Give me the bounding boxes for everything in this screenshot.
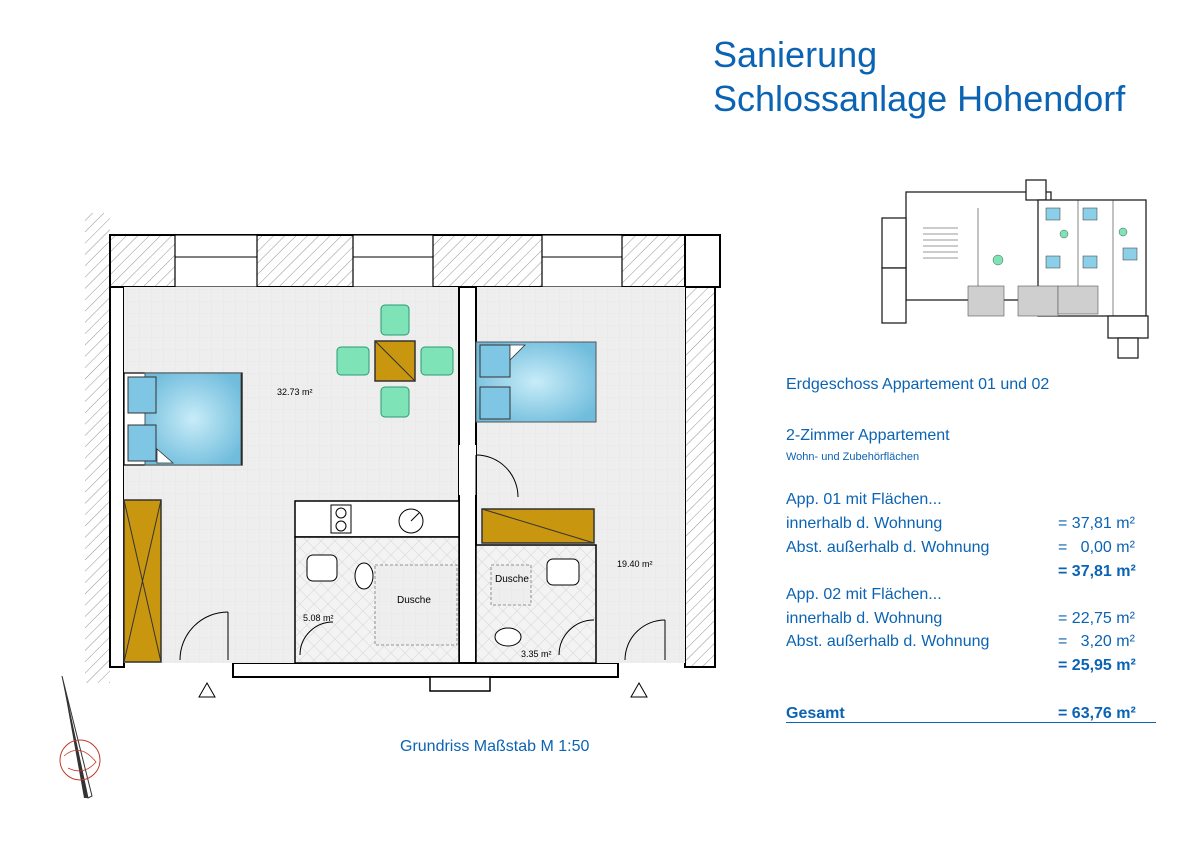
north-arrow-icon bbox=[59, 675, 101, 799]
room-area-bedroom: 19.40 m² bbox=[617, 559, 653, 569]
window-1 bbox=[174, 234, 258, 288]
room-area-living: 32.73 m² bbox=[277, 387, 313, 397]
app01-inside-value: = 37,81 m² bbox=[1058, 515, 1135, 532]
app01-inside-row: innerhalb d. Wohnung = 37,81 m² bbox=[786, 515, 1158, 535]
type-subheading: Wohn- und Zubehörflächen bbox=[786, 451, 920, 463]
app02-outside-label: Abst. außerhalb d. Wohnung bbox=[786, 633, 990, 650]
right-wall bbox=[684, 286, 716, 668]
grand-total-label: Gesamt bbox=[786, 705, 845, 722]
floor-heading: Erdgeschoss Appartement 01 und 02 bbox=[786, 376, 1050, 393]
grand-total-value: = 63,76 m² bbox=[1058, 705, 1136, 722]
page-title: Sanierung Schlossanlage Hohendorf bbox=[713, 33, 1125, 121]
app01-outside-row: Abst. außerhalb d. Wohnung = 0,00 m² bbox=[786, 539, 1158, 559]
entrance-marker bbox=[630, 681, 648, 698]
total-underline bbox=[786, 722, 1156, 723]
shower-label-1: Dusche bbox=[397, 595, 431, 606]
floor-plan: 32.73 m² 19.40 m² 5.08 m² 3.35 m² Dusche… bbox=[85, 213, 721, 698]
left-wall bbox=[109, 286, 125, 668]
sink-icon bbox=[546, 558, 580, 586]
entrance-marker bbox=[198, 681, 216, 698]
grand-total-row: Gesamt = 63,76 m² bbox=[786, 705, 1158, 725]
app02-outside-row: Abst. außerhalb d. Wohnung = 3,20 m² bbox=[786, 633, 1158, 653]
plan-caption: Grundriss Maßstab M 1:50 bbox=[400, 738, 590, 755]
sink-icon bbox=[306, 554, 338, 582]
sink-icon bbox=[398, 508, 424, 534]
shower-label-2: Dusche bbox=[495, 574, 529, 585]
app02-total-row: = 25,95 m² bbox=[786, 657, 1158, 677]
app02-inside-row: innerhalb d. Wohnung = 22,75 m² bbox=[786, 610, 1158, 630]
chairs bbox=[336, 304, 454, 418]
outer-wall-left bbox=[85, 213, 110, 683]
door-swing-icon bbox=[179, 454, 666, 661]
app01-outside-label: Abst. außerhalb d. Wohnung bbox=[786, 539, 990, 556]
app01-inside-label: innerhalb d. Wohnung bbox=[786, 515, 943, 532]
app01-outside-value: = 0,00 m² bbox=[1058, 539, 1135, 556]
title-line-2: Schlossanlage Hohendorf bbox=[713, 78, 1126, 119]
app02-total-value: = 25,95 m² bbox=[1058, 657, 1136, 674]
bottom-wall bbox=[232, 662, 619, 678]
app02-outside-value: = 3,20 m² bbox=[1058, 633, 1135, 650]
app01-total-value: = 37,81 m² bbox=[1058, 563, 1136, 580]
type-heading: 2-Zimmer Appartement bbox=[786, 427, 950, 444]
app02-inside-label: innerhalb d. Wohnung bbox=[786, 610, 943, 627]
window-3 bbox=[541, 234, 623, 288]
kitchen-counter bbox=[294, 500, 460, 538]
bed-left bbox=[144, 372, 242, 466]
toilet-icon bbox=[354, 562, 374, 590]
room-area-bath-2: 3.35 m² bbox=[521, 649, 552, 659]
key-plan bbox=[881, 179, 1149, 359]
stove-icon bbox=[330, 504, 352, 534]
window-2 bbox=[352, 234, 434, 288]
room-area-bath-1: 5.08 m² bbox=[303, 613, 334, 623]
app01-total-row: = 37,81 m² bbox=[786, 563, 1158, 583]
app01-heading: App. 01 mit Flächen... bbox=[786, 491, 942, 508]
app02-inside-value: = 22,75 m² bbox=[1058, 610, 1135, 627]
app02-heading: App. 02 mit Flächen... bbox=[786, 586, 942, 603]
toilet-icon bbox=[494, 627, 522, 647]
title-line-1: Sanierung bbox=[713, 34, 878, 75]
